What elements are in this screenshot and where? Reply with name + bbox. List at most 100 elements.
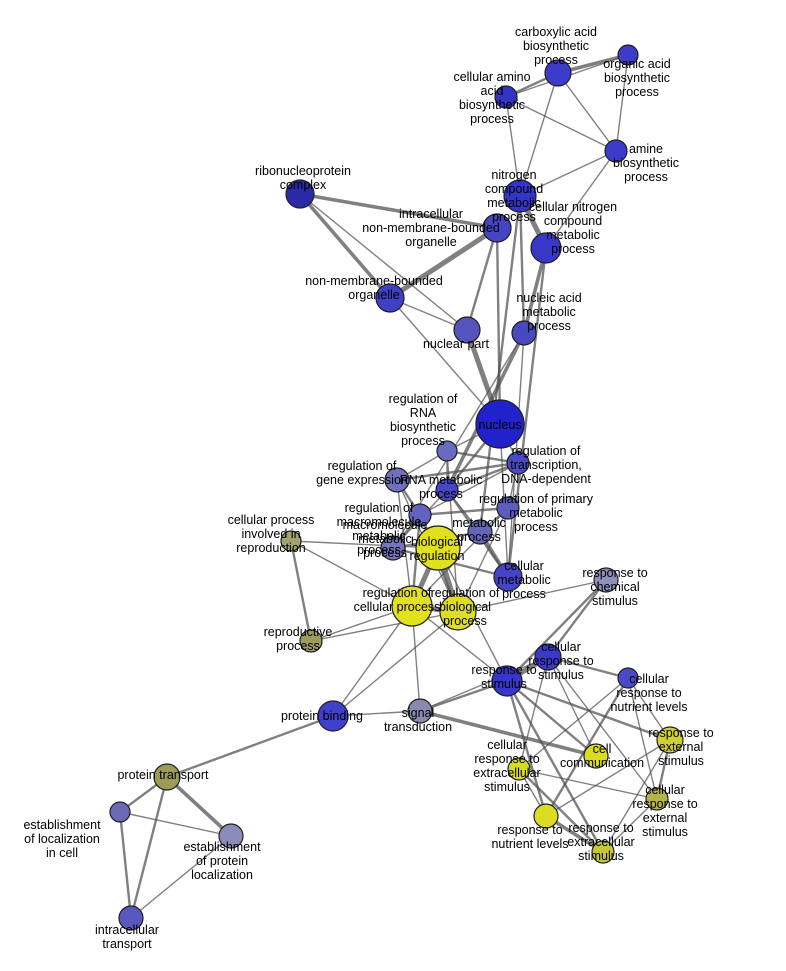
edge-regulation-of-transcription-dna-dependent--regulation-of-gene-expression[interactable] — [395, 461, 520, 482]
node-non-membrane-bounded-organelle[interactable] — [375, 283, 405, 313]
node-nucleus[interactable] — [475, 399, 525, 449]
node-rna-metabolic-process[interactable] — [435, 478, 459, 502]
node-establishment-of-localization-in-cell[interactable] — [109, 801, 131, 823]
edge-signal-transduction--cellular-response-to-stimulus[interactable] — [419, 656, 549, 712]
edge-reproductive-process--regulation-of-biological-process[interactable] — [310, 611, 459, 642]
node-response-to-chemical-stimulus[interactable] — [593, 567, 619, 593]
edge-cell-communication--signal-transduction[interactable] — [418, 709, 598, 758]
edge-cellular-process-involved-in-reproduction--regulation-of-cellular-process[interactable] — [290, 540, 413, 607]
edge-regulation-of-rna-biosynthetic-process--regulation-of-transcription-dna-dependent[interactable] — [445, 449, 520, 465]
node-response-to-stimulus[interactable] — [491, 665, 523, 697]
edge-protein-transport--intracellular-transport[interactable] — [129, 775, 169, 920]
node-regulation-of-transcription-dna-dependent[interactable] — [506, 451, 530, 475]
node-cellular-response-to-external-stimulus[interactable] — [645, 787, 669, 811]
edge-amine-biosynthetic-process--nitrogen-compound-metabolic-process[interactable] — [519, 150, 617, 197]
node-intracellular-transport[interactable] — [118, 905, 144, 931]
edge-intracellular-non-membrane-bounded-organelle--non-membrane-bounded-organelle[interactable] — [387, 225, 500, 301]
edge-cellular-response-to-nutrient-levels--cellular-response-to-extracellular-stimulus[interactable] — [518, 677, 629, 770]
edge-regulation-of-transcription-dna-dependent--rna-metabolic-process[interactable] — [445, 461, 520, 492]
edge-cellular-response-to-stimulus--cell-communication[interactable] — [547, 656, 597, 757]
node-carboxylic-acid-biosynthetic-process[interactable] — [544, 59, 572, 87]
node-regulation-of-cellular-process[interactable] — [391, 585, 433, 627]
node-response-to-extracellular-stimulus[interactable] — [591, 840, 615, 864]
edge-cellular-response-to-nutrient-levels--response-to-nutrient-levels[interactable] — [544, 676, 630, 818]
edge-establishment-of-localization-in-cell--establishment-of-protein-localization[interactable] — [119, 811, 232, 837]
node-ribonucleoprotein-complex[interactable] — [285, 179, 315, 209]
edge-cellular-process-involved-in-reproduction--biological-regulation[interactable] — [290, 540, 439, 549]
node-cellular-metabolic-process[interactable] — [493, 562, 523, 592]
edge-response-to-stimulus--response-to-extracellular-stimulus[interactable] — [505, 679, 605, 854]
edge-protein-binding--regulation-of-cellular-process[interactable] — [332, 605, 413, 717]
node-macromolecule-metabolic-process[interactable] — [380, 535, 406, 561]
edge-nitrogen-compound-metabolic-process--nucleic-acid-metabolic-process[interactable] — [518, 194, 526, 335]
node-nucleic-acid-metabolic-process[interactable] — [511, 320, 537, 346]
edge-regulation-of-primary-metabolic-process--regulation-of-cellular-process[interactable] — [411, 507, 509, 607]
edge-response-to-chemical-stimulus--regulation-of-biological-process[interactable] — [457, 579, 607, 613]
edge-carboxylic-acid-biosynthetic-process--nitrogen-compound-metabolic-process[interactable] — [519, 72, 559, 197]
edge-carboxylic-acid-biosynthetic-process--amine-biosynthetic-process[interactable] — [557, 72, 617, 152]
edge-regulation-of-primary-metabolic-process--regulation-of-biological-process[interactable] — [457, 507, 509, 613]
edge-protein-transport--establishment-of-protein-localization[interactable] — [165, 775, 233, 838]
edge-cellular-response-to-extracellular-stimulus--cellular-response-to-external-stimulus[interactable] — [518, 768, 658, 800]
edge-ribonucleoprotein-complex--non-membrane-bounded-organelle[interactable] — [298, 192, 392, 300]
edge-cellular-response-to-extracellular-stimulus--response-to-extracellular-stimulus[interactable] — [517, 767, 605, 854]
edge-intracellular-non-membrane-bounded-organelle--nucleus[interactable] — [495, 226, 502, 426]
node-intracellular-non-membrane-bounded-organelle[interactable] — [482, 213, 512, 243]
edge-protein-binding--regulation-of-biological-process[interactable] — [332, 611, 459, 717]
edge-response-to-stimulus--cell-communication[interactable] — [505, 679, 598, 758]
edge-regulation-of-transcription-dna-dependent--regulation-of-macromolecule-metabolic-process[interactable] — [419, 462, 519, 516]
edge-ribonucleoprotein-complex--nuclear-part[interactable] — [299, 193, 468, 331]
node-cell-communication[interactable] — [583, 743, 609, 769]
edge-organic-acid-biosynthetic-process--amine-biosynthetic-process[interactable] — [615, 54, 629, 152]
edge-non-membrane-bounded-organelle--nucleus[interactable] — [389, 297, 501, 425]
edge-cellular-response-to-stimulus--cellular-response-to-external-stimulus[interactable] — [547, 656, 658, 800]
edge-establishment-of-localization-in-cell--intracellular-transport[interactable] — [118, 810, 133, 920]
edge-response-to-external-stimulus--response-to-nutrient-levels[interactable] — [545, 739, 671, 817]
node-nitrogen-compound-metabolic-process[interactable] — [503, 179, 537, 213]
node-cellular-nitrogen-compound-metabolic-process[interactable] — [530, 232, 562, 264]
node-establishment-of-protein-localization[interactable] — [218, 823, 244, 849]
edge-cellular-response-to-stimulus--response-to-chemical-stimulus[interactable] — [546, 578, 608, 659]
node-cellular-amino-acid-biosynthetic-process[interactable] — [494, 85, 518, 109]
node-regulation-of-gene-expression[interactable] — [384, 467, 410, 493]
edge-cellular-nitrogen-compound-metabolic-process--cellular-metabolic-process[interactable] — [506, 246, 548, 579]
edge-cellular-response-to-stimulus--cellular-response-to-nutrient-levels[interactable] — [546, 655, 630, 680]
edge-cellular-response-to-nutrient-levels--cellular-response-to-external-stimulus[interactable] — [627, 677, 658, 800]
edge-response-to-stimulus--response-to-chemical-stimulus[interactable] — [505, 578, 608, 683]
edge-cellular-response-to-external-stimulus--response-to-extracellular-stimulus[interactable] — [602, 798, 658, 853]
edge-cellular-process-involved-in-reproduction--reproductive-process[interactable] — [289, 539, 313, 643]
edge-establishment-of-protein-localization--intracellular-transport[interactable] — [130, 835, 232, 919]
edge-protein-binding--protein-transport[interactable] — [165, 714, 335, 779]
node-cellular-response-to-stimulus[interactable] — [534, 643, 562, 671]
node-amine-biosynthetic-process[interactable] — [604, 139, 628, 163]
edge-regulation-of-primary-metabolic-process--regulation-of-macromolecule-metabolic-process[interactable] — [418, 506, 510, 517]
node-cellular-response-to-nutrient-levels[interactable] — [617, 667, 639, 689]
node-protein-transport[interactable] — [153, 763, 181, 791]
node-organic-acid-biosynthetic-process[interactable] — [617, 44, 639, 66]
node-regulation-of-primary-metabolic-process[interactable] — [496, 496, 520, 520]
edge-cellular-amino-acid-biosynthetic-process--amine-biosynthetic-process[interactable] — [505, 96, 617, 152]
edge-response-to-stimulus--response-to-nutrient-levels[interactable] — [505, 679, 548, 818]
edge-intracellular-non-membrane-bounded-organelle--nuclear-part[interactable] — [465, 226, 499, 332]
node-cellular-process-involved-in-reproduction[interactable] — [280, 530, 302, 552]
edge-ribonucleoprotein-complex--intracellular-non-membrane-bounded-organelle[interactable] — [298, 192, 499, 230]
node-regulation-of-macromolecule-metabolic-process[interactable] — [408, 503, 432, 527]
node-reproductive-process[interactable] — [299, 629, 323, 653]
edge-amine-biosynthetic-process--cellular-nitrogen-compound-metabolic-process[interactable] — [545, 150, 617, 249]
node-metabolic-process[interactable] — [467, 519, 493, 545]
node-biological-regulation[interactable] — [415, 525, 461, 571]
node-signal-transduction[interactable] — [407, 698, 433, 724]
node-protein-binding[interactable] — [317, 700, 349, 732]
node-response-to-nutrient-levels[interactable] — [533, 803, 559, 829]
node-cellular-response-to-extracellular-stimulus[interactable] — [507, 757, 531, 781]
node-regulation-of-rna-biosynthetic-process[interactable] — [436, 440, 458, 462]
node-response-to-external-stimulus[interactable] — [656, 726, 684, 754]
edge-cellular-amino-acid-biosynthetic-process--nitrogen-compound-metabolic-process[interactable] — [505, 96, 521, 197]
node-regulation-of-biological-process[interactable] — [439, 593, 477, 631]
edge-cellular-response-to-stimulus--cellular-response-to-extracellular-stimulus[interactable] — [518, 656, 549, 770]
node-nuclear-part[interactable] — [453, 316, 481, 344]
edge-response-to-external-stimulus--response-to-extracellular-stimulus[interactable] — [602, 739, 671, 853]
